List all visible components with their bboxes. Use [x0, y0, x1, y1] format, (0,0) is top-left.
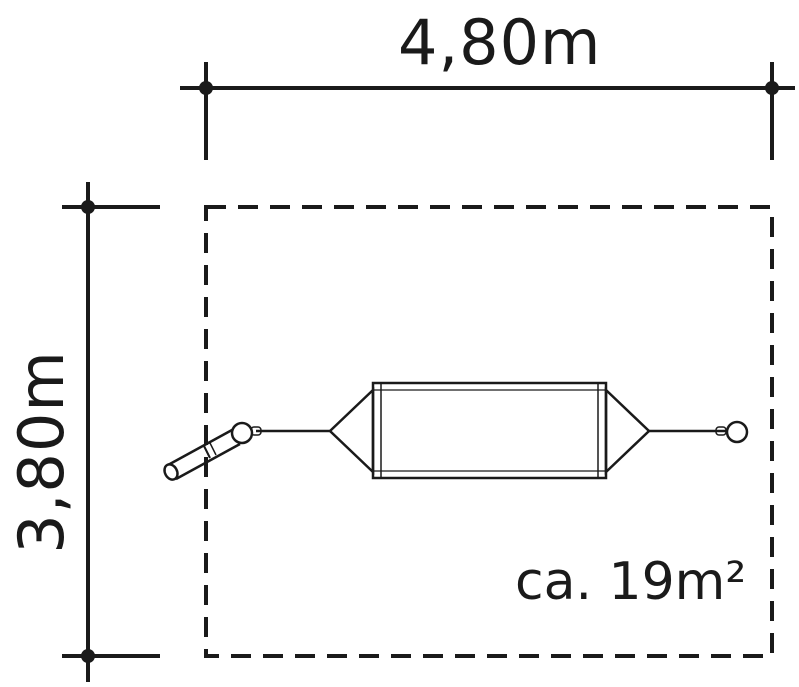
width-label: 4,80m	[398, 6, 602, 79]
hammock-icon	[163, 381, 749, 481]
height-node-bottom	[81, 649, 95, 663]
height-dimension	[62, 182, 160, 682]
spreader-left	[328, 387, 375, 475]
height-node-top	[81, 200, 95, 214]
height-label: 3,80m	[5, 350, 78, 554]
ground-anchor-post	[163, 428, 241, 481]
width-node-right	[765, 81, 779, 95]
anchor-ring-left	[230, 421, 254, 445]
hammock-bed	[371, 381, 608, 480]
spreader-right	[604, 387, 651, 475]
area-label: ca. 19m²	[515, 552, 747, 612]
width-node-left	[199, 81, 213, 95]
footprint-area-outline	[204, 205, 774, 658]
width-dimension	[180, 62, 795, 160]
anchor-ring-right	[725, 420, 749, 444]
